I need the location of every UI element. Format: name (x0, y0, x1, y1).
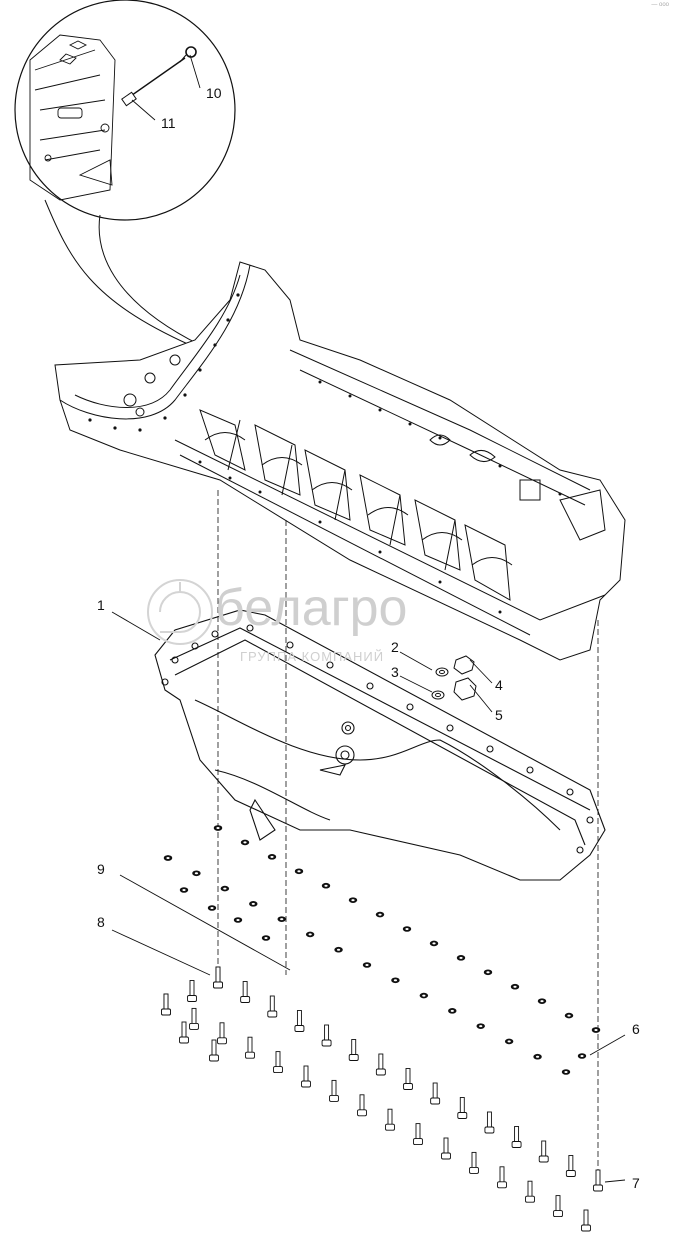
callout-2: 2 (391, 639, 399, 655)
washer-hole (513, 985, 517, 988)
bolt (217, 1022, 227, 1045)
washer-array (163, 825, 601, 1075)
watermark-brand: белагро (215, 579, 408, 637)
bolt (348, 1039, 359, 1061)
washer-hole (405, 928, 409, 930)
washer-hole (264, 937, 268, 939)
callout-5: 5 (495, 707, 503, 723)
bolt (511, 1126, 522, 1148)
callout-7: 7 (632, 1175, 640, 1191)
washer-hole (216, 827, 220, 829)
bolt (240, 981, 251, 1003)
bolt (301, 1065, 311, 1088)
bolt (179, 1021, 189, 1044)
washer-hole (336, 948, 341, 951)
washer-hole (450, 1009, 454, 1012)
washer-hole (236, 919, 240, 921)
washer-hole (182, 889, 186, 891)
washer-hole (459, 956, 463, 959)
bolt (403, 1068, 413, 1090)
bolt (413, 1123, 423, 1146)
callout-10: 10 (206, 85, 222, 101)
bolt (538, 1140, 549, 1163)
leader-lines (111, 54, 626, 1183)
drain-plug-set (431, 655, 477, 701)
washer-hole (243, 841, 247, 844)
washer-hole (351, 899, 355, 902)
oil-pan (154, 609, 606, 881)
washer-hole (194, 872, 199, 875)
bolt (357, 1094, 367, 1117)
callout-1: 1 (97, 597, 105, 613)
bolt (213, 966, 223, 989)
bolt (375, 1053, 386, 1076)
alignment-lines (217, 490, 599, 1180)
washer-hole (378, 913, 382, 916)
bolt (525, 1180, 535, 1203)
bolt (553, 1195, 563, 1218)
washer-hole (223, 887, 227, 890)
bolt (245, 1036, 255, 1059)
washer-hole (280, 918, 284, 921)
callout-9: 9 (97, 861, 105, 877)
washer-hole (507, 1040, 511, 1043)
washer-hole (166, 857, 170, 859)
bolt (565, 1155, 576, 1177)
washer-hole (251, 902, 255, 905)
washer-hole (594, 1029, 598, 1031)
engine-block (54, 261, 626, 661)
watermark-tagline: ГРУППА КОМПАНИЙ (240, 649, 385, 664)
bolt-array (161, 966, 603, 1232)
bolt (329, 1079, 339, 1102)
washer-hole (308, 933, 312, 936)
callout-11: 11 (161, 115, 176, 131)
washer-hole (210, 907, 214, 909)
washer-hole (486, 971, 490, 974)
washer-hole (580, 1055, 584, 1057)
washer-hole (270, 855, 274, 858)
bolt (430, 1082, 441, 1105)
corner-mark: — ооо (651, 2, 669, 8)
bolt (484, 1111, 495, 1134)
washer-hole (422, 994, 426, 997)
callout-3: 3 (391, 664, 399, 680)
washer-hole (564, 1071, 568, 1073)
detail-view-dipstick (14, 0, 236, 346)
bolt (581, 1209, 591, 1232)
bolt (457, 1097, 468, 1119)
bolt (385, 1108, 395, 1131)
bolt (497, 1166, 507, 1189)
washer-hole (365, 964, 369, 966)
bolt (273, 1051, 283, 1074)
bolt (441, 1137, 451, 1160)
callout-4: 4 (495, 677, 503, 693)
bolt (161, 993, 171, 1016)
bolt (469, 1151, 479, 1174)
washer-hole (567, 1014, 571, 1017)
washer-hole (297, 870, 301, 873)
callout-6: 6 (632, 1021, 640, 1037)
bolt (321, 1024, 332, 1047)
washer-hole (432, 942, 436, 945)
bolt (187, 980, 197, 1002)
callout-8: 8 (97, 914, 105, 930)
bolt (209, 1039, 219, 1062)
bolt (267, 995, 278, 1018)
bolt (294, 1010, 305, 1032)
bolt (593, 1169, 603, 1192)
washer-hole (393, 979, 398, 982)
bolt (189, 1007, 199, 1030)
washer-hole (324, 884, 328, 887)
washer-hole (540, 1000, 544, 1003)
washer-hole (535, 1055, 540, 1058)
washer-hole (479, 1025, 483, 1028)
watermark-logo (147, 579, 213, 645)
